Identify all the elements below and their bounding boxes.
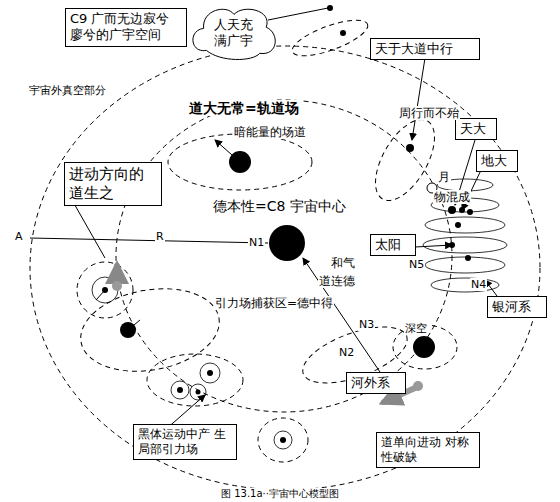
node-text: 银河系 — [492, 299, 542, 315]
label-text: 月 — [437, 170, 451, 184]
label-text: R — [155, 230, 165, 243]
diagram-label: R — [155, 230, 165, 243]
callout-box: 进动方向的 道生之 — [64, 162, 162, 206]
node-text: 天于大道中行 — [375, 41, 475, 57]
label-text: A — [14, 230, 24, 243]
diagram-label: 月 — [437, 170, 451, 184]
label-text: 周行而不殆 — [398, 106, 460, 120]
label-text: 德本性=C8 宇宙中心 — [212, 198, 347, 214]
diagram-label: 和气 — [330, 256, 356, 270]
label-text: N4 — [470, 278, 487, 291]
node-text: 河外系 — [351, 375, 401, 391]
callout-box: 黑体运动中产 生局部引力场 — [133, 424, 237, 460]
diagram-label: 宇宙外真空部分 — [28, 84, 107, 97]
diagram-label: N1 — [248, 236, 265, 249]
label-text: N1 — [248, 236, 265, 249]
callout-box: 银河系 — [487, 296, 547, 318]
diagram-label: 道连德 — [318, 274, 356, 288]
callout-box: 太阳 — [370, 234, 416, 256]
diagram-label: 德本性=C8 宇宙中心 — [212, 198, 347, 215]
diagram-label: 引力场捕获区=德中得 — [214, 296, 334, 310]
diagram-label: N4 — [470, 278, 487, 291]
diagram-label: A — [14, 230, 24, 243]
label-text: 宇宙外真空部分 — [28, 84, 107, 97]
node-text: 天大 — [460, 121, 492, 137]
label-text: N2 — [338, 346, 355, 359]
callout-box: 道单向进动 对称性破缺 — [376, 432, 480, 468]
label-text: 引力场捕获区=德中得 — [214, 296, 334, 310]
label-text: N3 — [358, 318, 375, 331]
node-text: 进动方向的 道生之 — [69, 165, 157, 203]
label-text: 道大无常=轨道场 — [188, 100, 300, 116]
diagram-label: 深空 — [404, 322, 428, 335]
diagram-label: 道大无常=轨道场 — [188, 100, 300, 117]
diagram-label: 周行而不殆 — [398, 106, 460, 120]
cloud-node: 人天充 满广宇 — [188, 4, 280, 62]
label-text: 道连德 — [318, 274, 356, 288]
node-text: 人天充 满广宇 — [213, 17, 256, 50]
diagram-label: N3 — [358, 318, 375, 331]
callout-box: 河外系 — [346, 372, 406, 394]
callout-box: 天于大道中行 — [370, 38, 480, 60]
label-text: 深空 — [404, 322, 428, 335]
label-text: 和气 — [330, 256, 356, 270]
label-text: N5 — [408, 258, 425, 271]
node-text: 黑体运动中产 生局部引力场 — [138, 427, 232, 457]
node-text: 地大 — [481, 153, 513, 169]
caption-text: 图 13.1a··宇宙中心模型图 — [220, 488, 340, 499]
figure-caption: 图 13.1a··宇宙中心模型图 — [0, 488, 560, 500]
diagram-label: N2 — [338, 346, 355, 359]
diagram-label: 物混成 — [433, 190, 471, 204]
callout-box: 地大 — [476, 150, 518, 172]
node-text: 太阳 — [375, 237, 411, 253]
label-text: 暗能量的场道 — [233, 125, 307, 139]
diagram-label: N5 — [408, 258, 425, 271]
node-text: C9 广而无边寂兮 廖兮的广宇空间 — [70, 11, 182, 44]
node-text: 道单向进动 对称性破缺 — [381, 435, 475, 465]
callout-box: C9 广而无边寂兮 廖兮的广宇空间 — [65, 8, 187, 47]
diagram-label: 暗能量的场道 — [233, 125, 307, 139]
label-text: 物混成 — [433, 190, 471, 204]
callout-box: 天大 — [455, 118, 497, 140]
